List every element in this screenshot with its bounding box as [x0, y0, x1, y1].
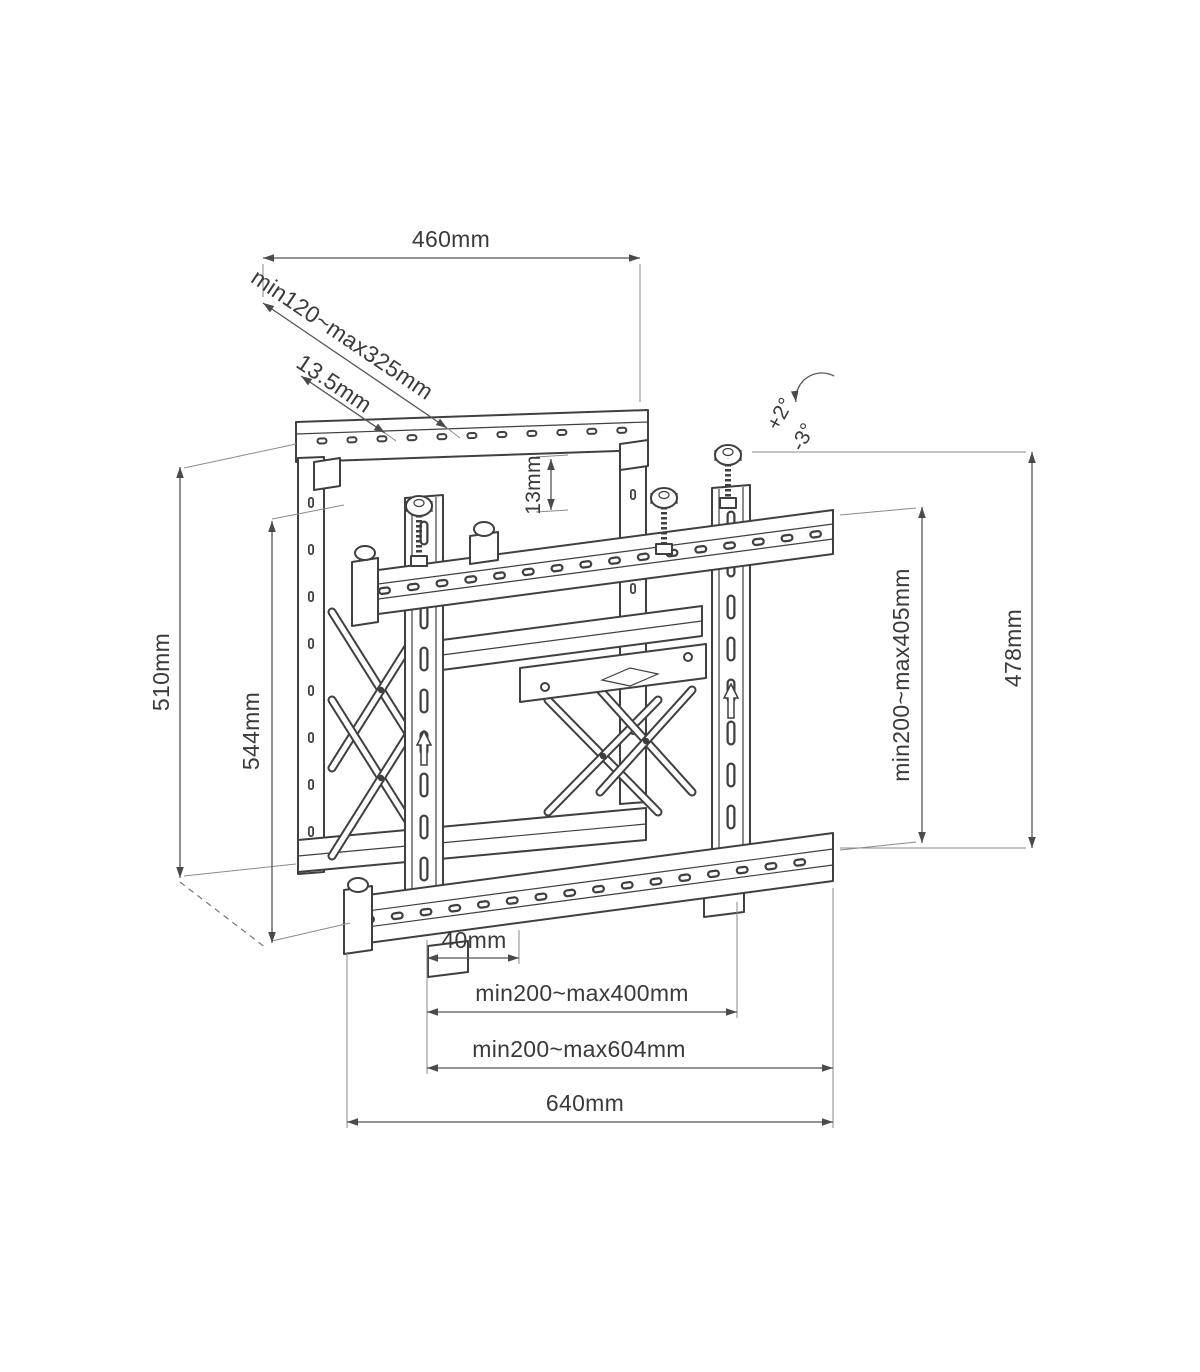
dim-label-bottom-width: 640mm [546, 1090, 624, 1116]
dim-label-tilt-up: +2° [762, 394, 798, 434]
tilt-arc-arrow [790, 372, 835, 403]
dim-label-height-outer: 510mm [148, 633, 174, 711]
dim-label-height-inner: 544mm [238, 692, 264, 770]
dim-label-vesa-vertical: min200~max405mm [888, 568, 914, 782]
dimension-lines [176, 254, 1036, 1126]
dim-label-plate-thickness: 13mm [522, 455, 545, 515]
extension-lines [179, 264, 1026, 1128]
dim-label-vesa-horizontal: min200~max400mm [475, 980, 689, 1006]
mid-crossbar [441, 605, 707, 703]
bracket-drawing [295, 409, 834, 978]
bottom-bar [343, 832, 834, 978]
top-bar [351, 509, 834, 627]
dim-label-tilt-down: -3° [787, 419, 820, 455]
dim-label-rail-width: min200~max604mm [472, 1036, 686, 1062]
adjustment-knobs [405, 444, 742, 567]
dim-label-top-width: 460mm [412, 226, 490, 252]
dim-label-offset-small: 40mm [441, 927, 506, 953]
dim-label-height-right: 478mm [1000, 609, 1026, 687]
